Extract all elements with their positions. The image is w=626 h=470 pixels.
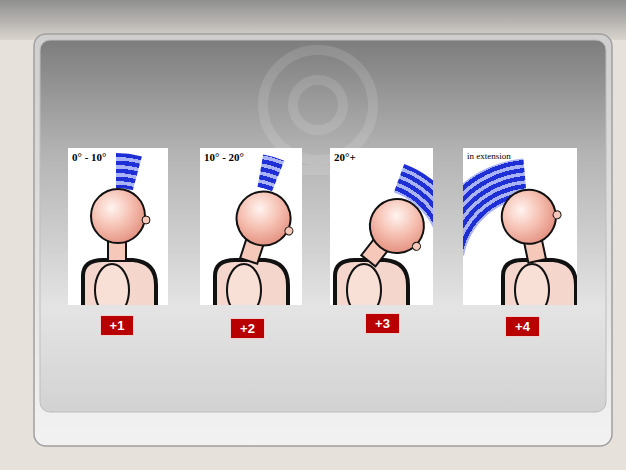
- angle-label: in extension: [467, 151, 511, 161]
- score-value: +2: [231, 319, 264, 338]
- angle-panel: 0° - 10°: [68, 148, 168, 305]
- score-box: +4: [505, 316, 540, 337]
- angle-panel: in extension: [463, 148, 577, 305]
- angle-panel: 10° - 20°: [200, 148, 302, 305]
- score-value: +4: [506, 317, 539, 336]
- slide-panel: [40, 40, 606, 412]
- slide-frame: [34, 34, 612, 446]
- score-value: +3: [366, 314, 399, 333]
- angle-label: 0° - 10°: [72, 151, 106, 163]
- score-box: +2: [230, 318, 265, 339]
- angle-label: 10° - 20°: [204, 151, 244, 163]
- angle-panel: 20°+: [330, 148, 433, 305]
- score-box: +1: [100, 315, 134, 336]
- score-value: +1: [101, 316, 133, 335]
- score-box: +3: [365, 313, 400, 334]
- angle-label: 20°+: [334, 151, 356, 163]
